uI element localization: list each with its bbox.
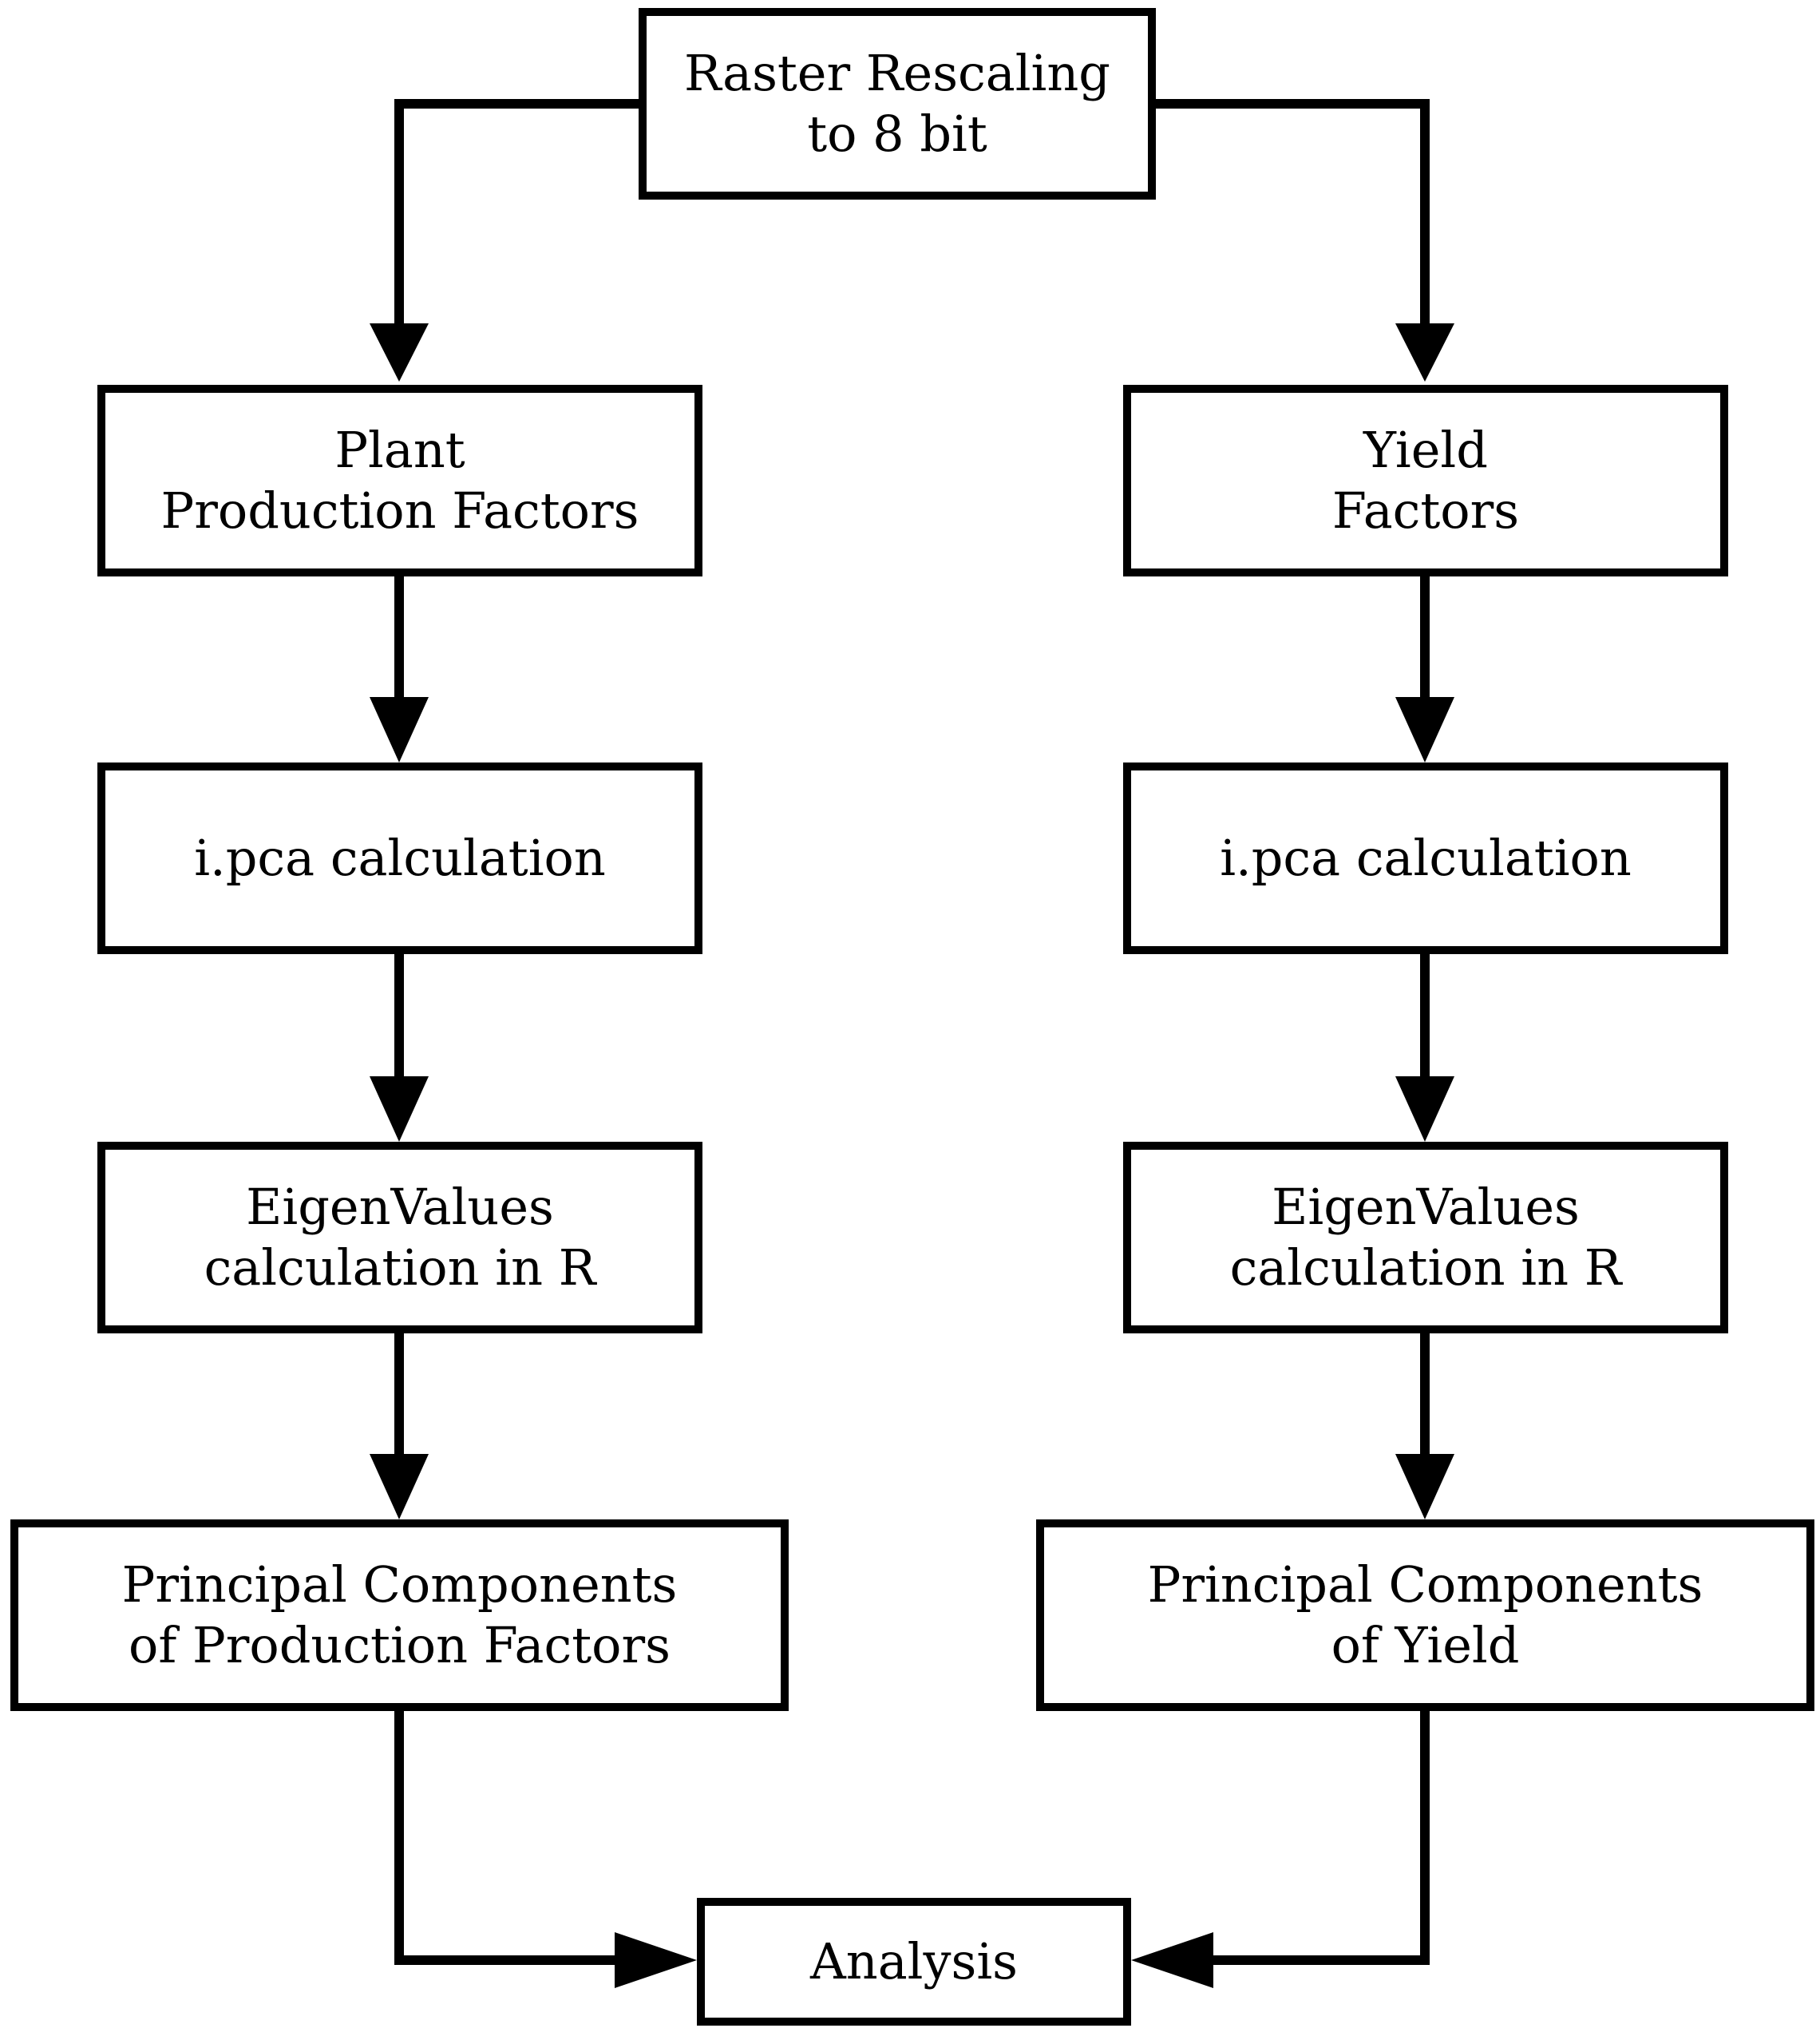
- node-eigenvalues-left: EigenValues calculation in R: [97, 1142, 702, 1333]
- node-eigenvalues-right: EigenValues calculation in R: [1123, 1142, 1728, 1333]
- node-label: EigenValues calculation in R: [204, 1178, 596, 1297]
- edge-raster-to-plant: [370, 99, 639, 382]
- arrowhead: [1395, 1454, 1454, 1519]
- arrowhead: [615, 1932, 697, 1988]
- node-label: Analysis: [810, 1932, 1018, 1990]
- node-ipca-right: i.pca calculation: [1123, 763, 1728, 954]
- edge-eigen-left-to-pc-production: [370, 1331, 429, 1519]
- edge-ipca-left-to-eigen-left: [370, 953, 429, 1142]
- edge-pc-yield-to-analysis: [1131, 1709, 1430, 1988]
- node-label: Principal Components of Yield: [1147, 1555, 1703, 1674]
- node-raster-rescaling: Raster Rescaling to 8 bit: [639, 8, 1156, 200]
- node-label: i.pca calculation: [194, 829, 606, 887]
- edge-plant-to-ipca-left: [370, 575, 429, 763]
- node-plant-production-factors: Plant Production Factors: [97, 385, 702, 576]
- arrowhead: [1395, 323, 1454, 382]
- arrowhead: [370, 1076, 429, 1142]
- arrowhead: [370, 1454, 429, 1519]
- node-label: i.pca calculation: [1220, 829, 1632, 887]
- arrowhead: [370, 697, 429, 763]
- node-analysis: Analysis: [697, 1898, 1131, 2026]
- edge-eigen-right-to-pc-yield: [1395, 1331, 1454, 1519]
- node-label: Raster Rescaling to 8 bit: [684, 44, 1110, 163]
- node-pc-yield: Principal Components of Yield: [1036, 1519, 1814, 1711]
- node-yield-factors: Yield Factors: [1123, 385, 1728, 576]
- edge-pc-production-to-analysis: [394, 1709, 697, 1988]
- node-label: EigenValues calculation in R: [1229, 1178, 1622, 1297]
- node-label: Principal Components of Production Facto…: [121, 1555, 678, 1674]
- node-pc-production-factors: Principal Components of Production Facto…: [10, 1519, 789, 1711]
- edge-ipca-right-to-eigen-right: [1395, 953, 1454, 1142]
- arrowhead: [370, 323, 429, 382]
- arrowhead: [1395, 1076, 1454, 1142]
- arrowhead: [1131, 1932, 1213, 1988]
- arrowhead: [1395, 697, 1454, 763]
- node-ipca-left: i.pca calculation: [97, 763, 702, 954]
- node-label: Plant Production Factors: [160, 421, 639, 540]
- edge-yield-to-ipca-right: [1395, 575, 1454, 763]
- node-label: Yield Factors: [1331, 421, 1520, 540]
- edge-raster-to-yield: [1156, 99, 1454, 382]
